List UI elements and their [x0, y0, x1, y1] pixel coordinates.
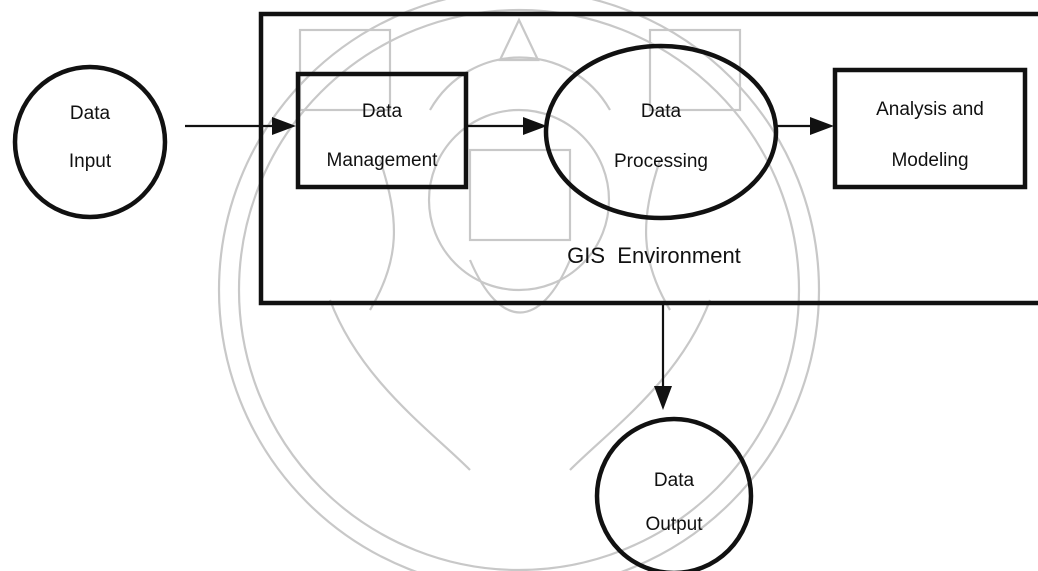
analysis-modeling-label-line2: Modeling — [891, 150, 968, 171]
gis-environment-label: GIS Environment — [567, 243, 741, 268]
edge-input-to-management — [185, 117, 296, 135]
edge-management-to-processing — [466, 117, 547, 135]
data-management-label-line2: Management — [327, 150, 439, 171]
data-management-label-line1: Data — [362, 101, 403, 122]
analysis-modeling-label-line1: Analysis and — [876, 99, 984, 120]
data-input-node: Data Input — [12, 64, 168, 220]
data-management-node: Data Management — [295, 71, 469, 190]
arrow-head-icon — [272, 117, 296, 135]
data-output-label-line1: Data — [654, 470, 695, 491]
data-processing-label-line1: Data — [641, 101, 682, 122]
gis-environment-container — [258, 11, 1038, 306]
analysis-modeling-node: Analysis and Modeling — [832, 67, 1028, 190]
arrow-head-icon — [810, 117, 834, 135]
edge-environment-to-output — [654, 305, 672, 410]
data-input-label-line2: Input — [69, 151, 112, 172]
edge-processing-to-analysis — [776, 117, 834, 135]
data-processing-node: Data Processing — [543, 43, 779, 221]
data-input-label-line1: Data — [70, 103, 111, 124]
data-processing-label-line2: Processing — [614, 151, 708, 172]
arrow-head-icon — [654, 386, 672, 410]
data-output-label-line2: Output — [645, 514, 703, 535]
arrow-head-icon — [523, 117, 547, 135]
data-output-node: Data Output — [594, 416, 754, 571]
